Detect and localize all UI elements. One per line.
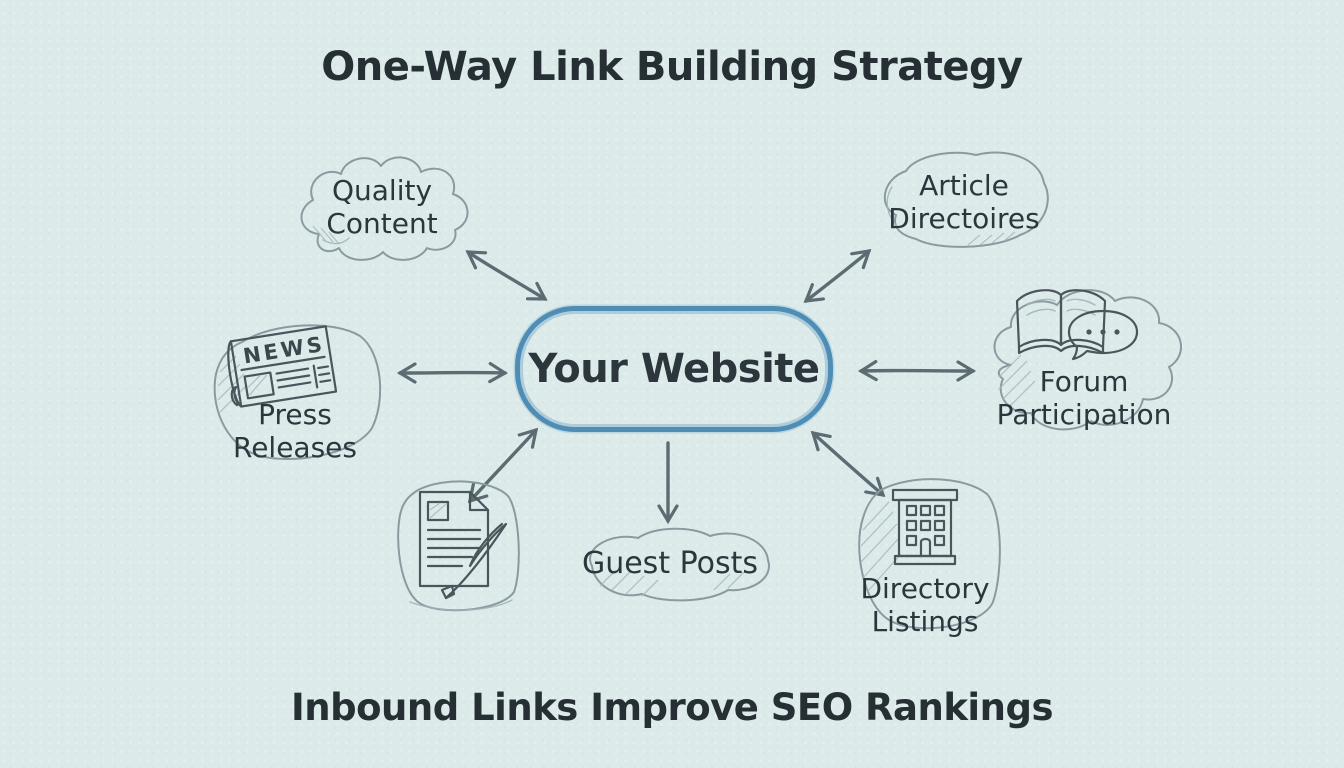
document-quill-icon bbox=[418, 490, 508, 600]
cloud-shape bbox=[883, 151, 1049, 248]
guest-posts-label: Guest Posts bbox=[581, 546, 759, 581]
newspaper-icon: NEWS bbox=[227, 325, 338, 408]
blob-shape bbox=[397, 480, 520, 612]
quality-content-node: Quality Content bbox=[283, 148, 481, 270]
press-releases-label: Press Releases bbox=[233, 398, 357, 465]
forum-participation-node: Forum Participation bbox=[973, 281, 1195, 449]
diagram-title: One-Way Link Building Strategy bbox=[321, 44, 1023, 90]
directory-listings-label: Directory Listings bbox=[860, 572, 990, 639]
cloud-shape bbox=[993, 289, 1182, 431]
your-website-label: Your Website bbox=[528, 346, 820, 392]
speech-bubble-icon bbox=[1067, 309, 1139, 361]
cloud-shape bbox=[300, 156, 469, 261]
cloud-shape bbox=[589, 527, 770, 602]
open-book-icon bbox=[1015, 289, 1107, 355]
press-releases-node: NEWS Press Releases bbox=[202, 316, 388, 466]
guest-posts-node: Guest Posts bbox=[564, 520, 776, 606]
article-writing-node bbox=[386, 474, 524, 616]
blob-shape bbox=[213, 324, 382, 460]
arrow-article-directories bbox=[803, 248, 872, 303]
directory-listings-node: Directory Listings bbox=[845, 470, 1005, 638]
your-website-node: Your Website bbox=[515, 306, 833, 432]
forum-participation-label: Forum Participation bbox=[996, 365, 1172, 432]
article-directories-label: Article Directoires bbox=[888, 169, 1040, 236]
quality-content-label: Quality Content bbox=[326, 174, 438, 241]
building-icon bbox=[891, 488, 959, 566]
article-directories-node: Article Directoires bbox=[868, 147, 1060, 257]
diagram-caption: Inbound Links Improve SEO Rankings bbox=[291, 686, 1053, 729]
